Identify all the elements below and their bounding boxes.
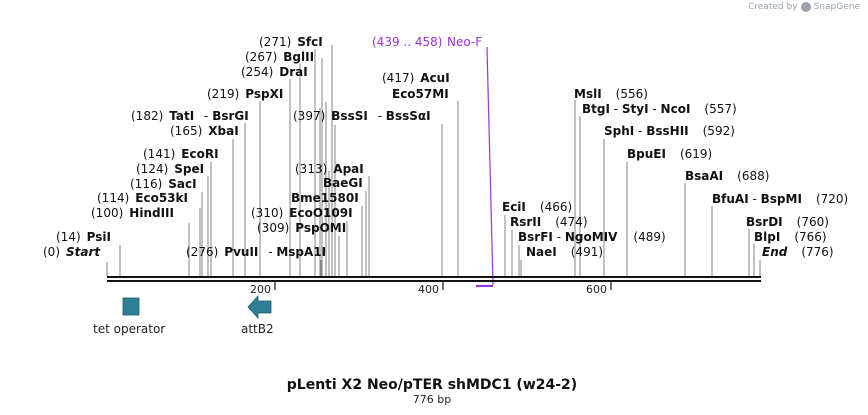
feature-tet-operator[interactable]: tet operator [93, 297, 165, 336]
leader-lines [106, 45, 761, 276]
site-label[interactable]: (165)XbaI [170, 124, 239, 138]
site-label[interactable]: BfuAI - BspMI(720) [712, 192, 848, 206]
feature-label: attB2 [241, 322, 274, 336]
primer-position: (439 .. 458) [372, 35, 442, 49]
map-length: 776 bp [413, 393, 451, 406]
site-label[interactable]: BaeGI [323, 176, 363, 190]
site-label[interactable]: (116)SacI [130, 177, 197, 191]
backbone [107, 276, 761, 282]
site-labels: (0)Start (14)PsiI (100)HindIII (114)Eco5… [43, 35, 848, 259]
feature-label: tet operator [93, 322, 165, 336]
site-label[interactable]: Eco57MI [392, 87, 449, 101]
site-label[interactable]: BtgI - StyI - NcoI(557) [582, 102, 737, 116]
arrow-left-icon [247, 294, 272, 320]
tick-label: 200 [250, 283, 271, 296]
site-label[interactable]: (310)EcoO109I [251, 206, 353, 220]
primer-name: Neo-F [447, 35, 482, 49]
site-label[interactable]: EciI(466) [502, 200, 572, 214]
brand-name: SnapGene [813, 2, 860, 12]
primer-leader-line [486, 46, 494, 286]
site-label[interactable]: (100)HindIII [91, 206, 174, 220]
feature-attb2[interactable]: attB2 [241, 294, 274, 336]
axis: 200 400 600 [250, 281, 612, 296]
site-label[interactable]: BsrFI - NgoMIV(489) [518, 230, 666, 244]
site-label[interactable]: (267)BglII [245, 50, 314, 64]
site-label[interactable]: (114)Eco53kI [97, 191, 188, 205]
site-label[interactable]: (182)TatI - BsrGI [131, 109, 249, 123]
site-label[interactable]: (219)PspXI [207, 87, 283, 101]
box-icon [122, 297, 140, 316]
site-label[interactable]: RsrII(474) [510, 215, 588, 229]
site-label[interactable]: (276)PvuII - MspA1I [186, 245, 326, 259]
site-label[interactable]: (417)AcuI [382, 71, 450, 85]
snapgene-brand: Created by SnapGene [748, 2, 860, 12]
site-label[interactable]: NaeI(491) [526, 245, 603, 259]
site-label[interactable]: (254)DraI [241, 65, 308, 79]
site-label[interactable]: (141)EcoRI [143, 147, 219, 161]
site-label[interactable]: (271)SfcI [259, 35, 323, 49]
site-label[interactable]: BsaAI(688) [685, 169, 769, 183]
snapgene-logo-icon [800, 2, 811, 12]
site-label[interactable]: (313)ApaI [295, 162, 364, 176]
site-label[interactable]: SphI - BssHII(592) [604, 124, 735, 138]
site-label[interactable]: Bme1580I [291, 191, 359, 205]
map-title: pLenti X2 Neo/pTER shMDC1 (w24-2) [287, 377, 577, 393]
brand-prefix: Created by [748, 2, 798, 12]
site-label[interactable]: BlpI(766) [754, 230, 827, 244]
site-label[interactable]: (124)SpeI [136, 162, 204, 176]
site-label[interactable]: BpuEI(619) [627, 147, 712, 161]
site-label[interactable]: MslI(556) [574, 87, 648, 101]
tick-label: 400 [418, 283, 439, 296]
site-label[interactable]: End(776) [762, 245, 834, 259]
primer-neo-f[interactable]: (439 .. 458) Neo-F [372, 35, 494, 287]
site-label[interactable]: (309)PspOMI [257, 221, 346, 235]
tick-label: 600 [586, 283, 607, 296]
site-label[interactable]: (14)PsiI [56, 230, 111, 244]
site-label[interactable]: (0)Start [43, 245, 101, 259]
site-label[interactable]: BsrDI(760) [746, 215, 829, 229]
site-label[interactable]: (397)BssSI - BssSαI [293, 109, 431, 123]
